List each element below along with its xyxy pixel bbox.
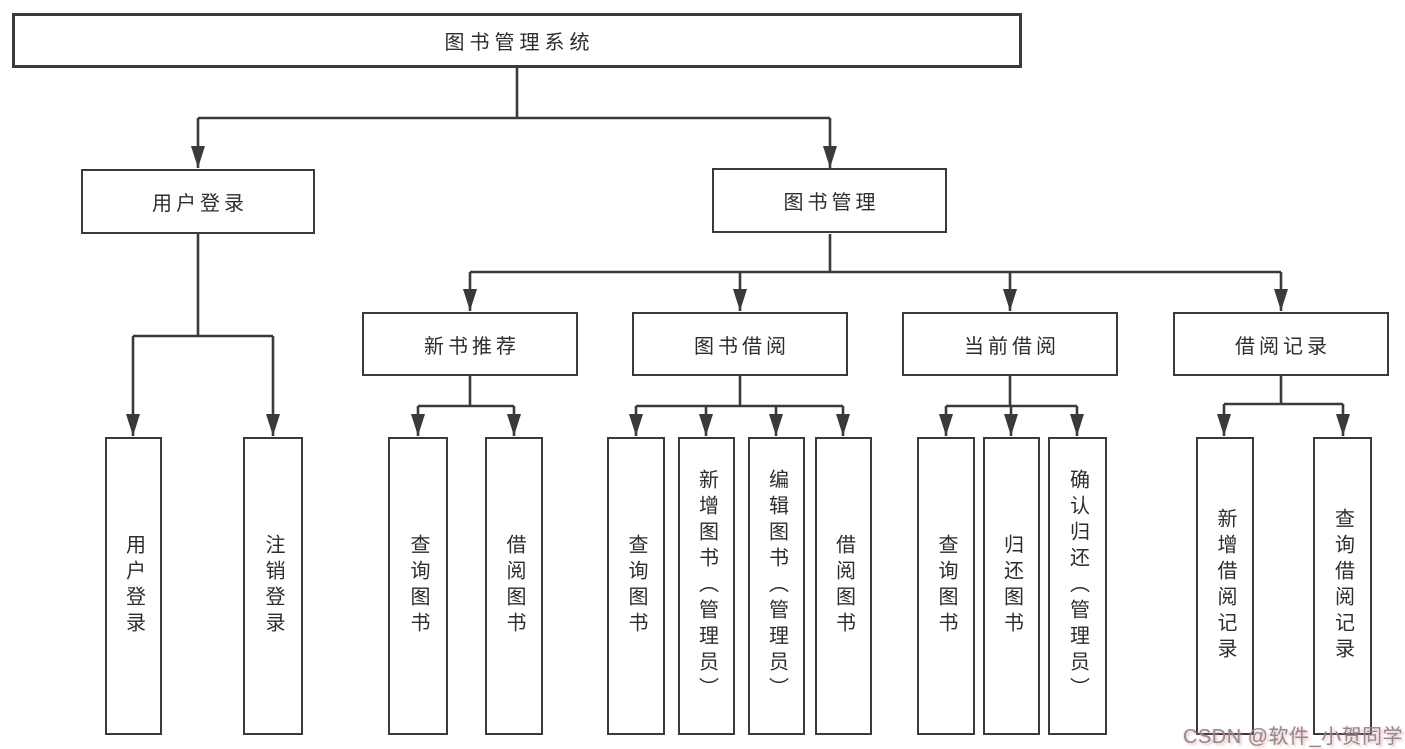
leaf-logout: 注销登录: [243, 437, 303, 735]
leaf-borrow-books: 借阅图书: [815, 437, 872, 735]
node-user-login: 用户登录: [81, 169, 315, 234]
leaf-label: 查询图书: [407, 534, 429, 638]
leaf-label: 归还图书: [1000, 534, 1023, 638]
leaf-query-books-current: 查询图书: [917, 437, 975, 735]
leaf-label: 新增图书（管理员）: [695, 469, 718, 703]
node-current-borrowing: 当前借阅: [902, 312, 1118, 376]
leaf-query-books-borrowing: 查询图书: [607, 437, 665, 735]
leaf-label: 借阅图书: [832, 534, 855, 638]
leaf-confirm-return-admin: 确认归还（管理员）: [1048, 437, 1107, 735]
leaf-label: 注销登录: [262, 534, 284, 638]
node-library-management-system: 图书管理系统: [12, 13, 1022, 68]
leaf-add-book-admin: 新增图书（管理员）: [678, 437, 735, 735]
leaf-edit-book-admin: 编辑图书（管理员）: [748, 437, 805, 735]
leaf-label: 查询借阅记录: [1331, 508, 1354, 664]
leaf-label: 确认归还（管理员）: [1066, 469, 1089, 703]
tree-branch-lines: [133, 68, 1343, 408]
leaf-label: 查询图书: [625, 534, 647, 638]
leaf-label: 查询图书: [935, 534, 957, 638]
leaf-query-borrow-record: 查询借阅记录: [1313, 437, 1372, 735]
node-new-book-recommend: 新书推荐: [362, 312, 578, 376]
node-borrowing-records: 借阅记录: [1173, 312, 1389, 376]
leaf-query-books-recommend: 查询图书: [388, 437, 448, 735]
leaf-label: 用户登录: [122, 534, 145, 638]
leaf-add-borrow-record: 新增借阅记录: [1196, 437, 1254, 735]
leaf-borrow-books-recommend: 借阅图书: [485, 437, 543, 735]
leaf-label: 借阅图书: [503, 534, 525, 638]
leaf-return-books: 归还图书: [983, 437, 1040, 735]
leaf-label: 新增借阅记录: [1214, 508, 1236, 664]
leaf-label: 编辑图书（管理员）: [765, 469, 788, 703]
leaf-user-login: 用户登录: [105, 437, 162, 735]
node-book-management: 图书管理: [712, 168, 947, 233]
node-book-borrowing: 图书借阅: [632, 312, 848, 376]
csdn-watermark: CSDN @软件_小贺同学: [1183, 726, 1404, 748]
